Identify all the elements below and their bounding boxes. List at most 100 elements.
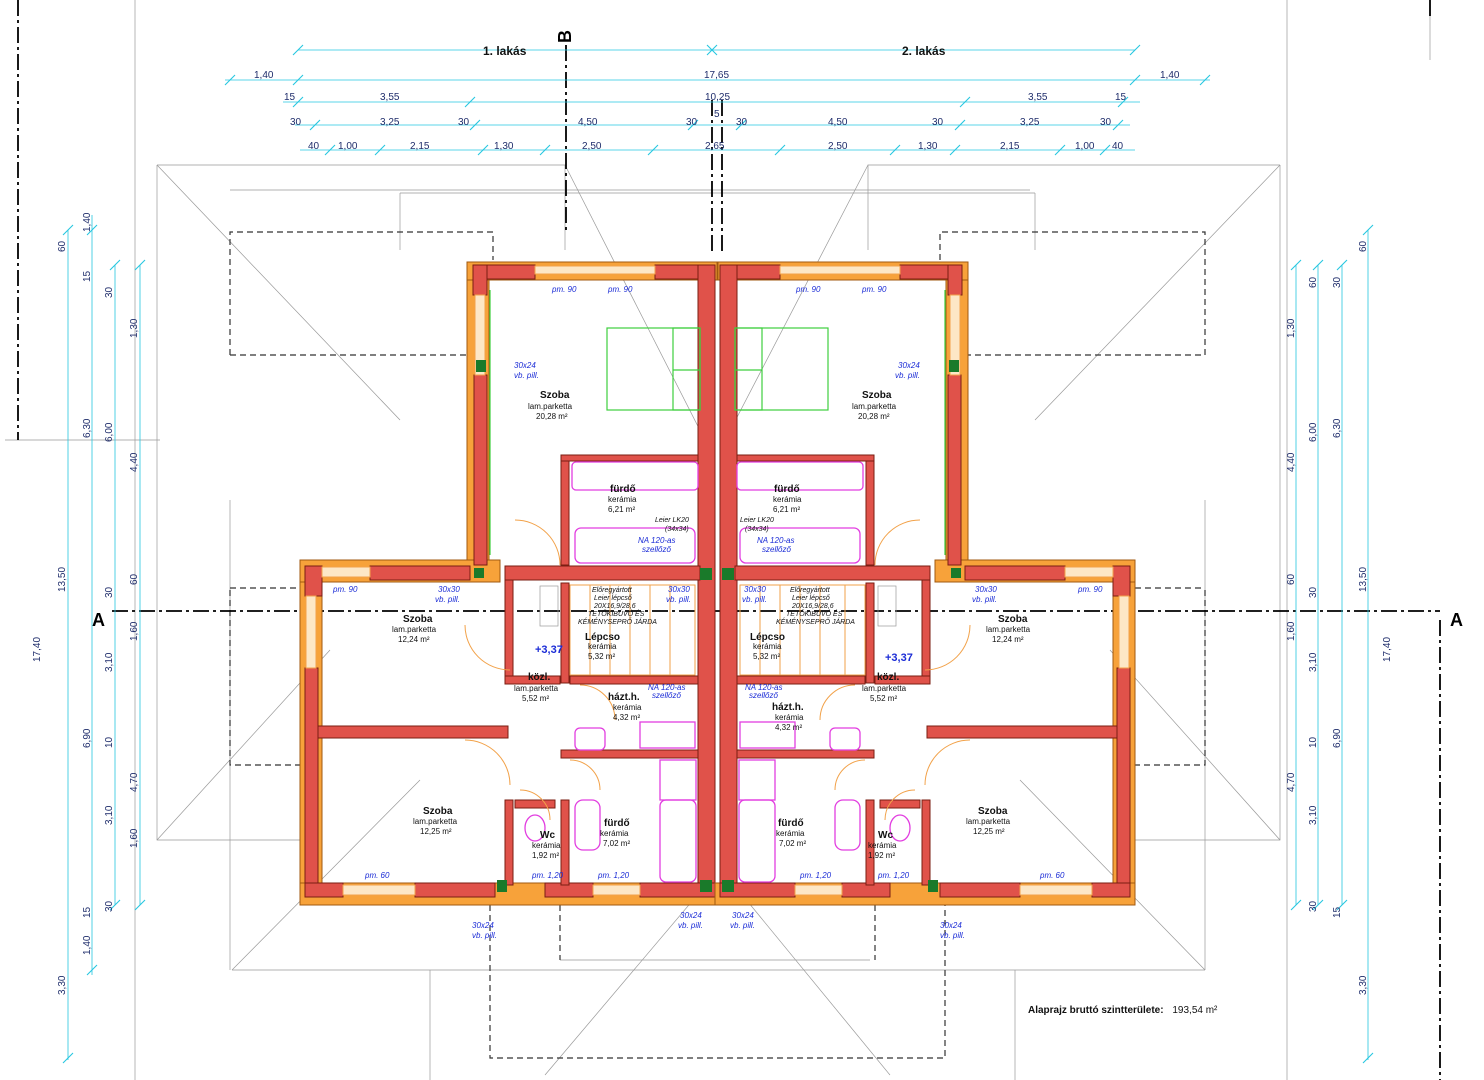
ld-6: 6,00 bbox=[104, 422, 115, 442]
room-szoba-mid-l-floor: lam.parketta bbox=[392, 625, 437, 634]
room-kozl-l-floor: lam.parketta bbox=[514, 684, 559, 693]
room-szoba-upper-l-area: 20,28 m² bbox=[536, 412, 568, 421]
ld-21: 1,40 bbox=[82, 935, 93, 955]
walls-left bbox=[299, 261, 721, 906]
pm60-a: pm. 60 bbox=[364, 871, 390, 880]
section-a-left: A bbox=[92, 610, 105, 630]
rd-3: 1,30 bbox=[1286, 318, 1297, 338]
room-szoba-upper-l: Szoba bbox=[540, 390, 570, 401]
left-dim-labels: 1,40 60 15 30 1,30 6,30 6,00 4,40 13,50 … bbox=[32, 212, 140, 995]
dim-r2-1: 3,55 bbox=[380, 92, 400, 103]
room-szoba-upper-l-floor: lam.parketta bbox=[528, 402, 573, 411]
room-furdo-upper-r-area: 6,21 m² bbox=[773, 505, 800, 514]
note-lepcso-r-4: KÉMÉNYSEPRŐ JÁRDA bbox=[776, 617, 855, 626]
note-lepcso-l-2: 20X16,9/28,6 bbox=[593, 603, 636, 610]
pill-a2: vb. pill. bbox=[514, 371, 539, 380]
pill-d2: vb. pill. bbox=[972, 595, 997, 604]
room-kozl-r-floor: lam.parketta bbox=[862, 684, 907, 693]
section-b-top: B bbox=[555, 30, 575, 43]
note-na2-r2: szellőző bbox=[749, 691, 778, 700]
rd-14: 10 bbox=[1308, 736, 1319, 748]
pm90-a: pm. 90 bbox=[551, 285, 577, 294]
pm120-b: pm. 1,20 bbox=[597, 871, 630, 880]
unit-2-label: 2. lakás bbox=[902, 44, 946, 58]
ld-5: 6,30 bbox=[82, 418, 93, 438]
rd-18: 15 bbox=[1332, 906, 1343, 918]
bed-furniture bbox=[489, 290, 946, 555]
pill-e: 30x30 bbox=[668, 585, 690, 594]
dim-side-right: 1,40 bbox=[1160, 70, 1180, 81]
pill-j2: vb. pill. bbox=[940, 931, 965, 940]
pill-g: 30x24 bbox=[680, 911, 702, 920]
pm120-d: pm. 1,20 bbox=[877, 871, 910, 880]
pill-h2: vb. pill. bbox=[730, 921, 755, 930]
right-dim-labels: 60 60 30 1,30 6,30 6,00 4,40 13,50 17,40… bbox=[1286, 240, 1393, 995]
dim-r4-7: 1,30 bbox=[918, 141, 938, 152]
room-furdo-upper-r-floor: kerámia bbox=[773, 495, 802, 504]
room-hazt-r-floor: kerámia bbox=[775, 713, 804, 722]
room-hazt-r-area: 4,32 m² bbox=[775, 723, 802, 732]
stairs bbox=[539, 584, 897, 676]
dim-r4-8: 2,15 bbox=[1000, 141, 1020, 152]
ld-19: 30 bbox=[104, 900, 115, 912]
rd-17: 30 bbox=[1308, 900, 1319, 912]
roof-outline bbox=[5, 0, 1431, 1080]
area-summary-label: Alaprajz bruttó szintterülete: bbox=[1028, 1005, 1164, 1016]
room-lepcso-r-floor: kerámia bbox=[753, 642, 782, 651]
room-wc-r-area: 1,92 m² bbox=[868, 851, 895, 860]
room-wc-r: Wc bbox=[878, 830, 893, 841]
room-furdo-lower-l-floor: kerámia bbox=[600, 829, 629, 838]
room-hazt-l: házt.h. bbox=[608, 692, 640, 703]
dim-r4-4: 2,50 bbox=[582, 141, 602, 152]
note-na-r: NA 120-as bbox=[757, 536, 795, 545]
unit-1-label: 1. lakás bbox=[483, 44, 527, 58]
pm90-c: pm. 90 bbox=[795, 285, 821, 294]
room-szoba-lower-r-floor: lam.parketta bbox=[966, 817, 1011, 826]
rd-11: 1,60 bbox=[1286, 621, 1297, 641]
area-summary-value: 193,54 m² bbox=[1172, 1005, 1218, 1016]
pm120-a: pm. 1,20 bbox=[531, 871, 564, 880]
dim-r4-0: 40 bbox=[308, 141, 320, 152]
room-furdo-lower-r-area: 7,02 m² bbox=[779, 839, 806, 848]
dim-r2-0: 15 bbox=[284, 92, 296, 103]
room-wc-l: Wc bbox=[540, 830, 555, 841]
dim-r4-2: 2,15 bbox=[410, 141, 430, 152]
room-furdo-upper-l-area: 6,21 m² bbox=[608, 505, 635, 514]
note-lepcso-r-0: Előregyártott bbox=[790, 587, 831, 594]
room-furdo-upper-r: fürdő bbox=[774, 484, 800, 495]
dim-r4-3: 1,30 bbox=[494, 141, 514, 152]
ld-8: 13,50 bbox=[57, 567, 68, 592]
dim-side-left: 1,40 bbox=[254, 70, 274, 81]
ld-3: 30 bbox=[104, 286, 115, 298]
rd-4: 6,30 bbox=[1332, 418, 1343, 438]
dim-r3-9: 3,25 bbox=[1020, 117, 1040, 128]
pill-f: 30x30 bbox=[744, 585, 766, 594]
technical-notes: Leier LK20 (34x34) Leier LK20 (34x34) NA… bbox=[332, 285, 1103, 940]
note-lepcso-r-2: 20X16,9/28,6 bbox=[791, 603, 834, 610]
dim-r2-4: 15 bbox=[1115, 92, 1127, 103]
rd-10: 30 bbox=[1308, 586, 1319, 598]
room-furdo-lower-r-floor: kerámia bbox=[776, 829, 805, 838]
room-szoba-mid-r-floor: lam.parketta bbox=[986, 625, 1031, 634]
note-lepcso-l-4: KÉMÉNYSEPRŐ JÁRDA bbox=[578, 617, 657, 626]
room-lepcso-r-area: 5,32 m² bbox=[753, 652, 780, 661]
note-na-r2: szellőző bbox=[762, 545, 791, 554]
room-szoba-lower-l: Szoba bbox=[423, 806, 453, 817]
room-szoba-upper-r: Szoba bbox=[862, 390, 892, 401]
pill-b2: vb. pill. bbox=[895, 371, 920, 380]
ld-16: 4,70 bbox=[129, 772, 140, 792]
room-hazt-l-floor: kerámia bbox=[613, 703, 642, 712]
room-kozl-l: közl. bbox=[528, 672, 550, 683]
ld-10: 60 bbox=[129, 573, 140, 585]
pill-c2: vb. pill. bbox=[435, 595, 460, 604]
section-lines bbox=[17, 0, 1441, 1080]
dim-r3-8: 30 bbox=[932, 117, 944, 128]
right-dimensions bbox=[1290, 224, 1374, 1064]
rd-13: 6,90 bbox=[1332, 728, 1343, 748]
dim-r3-4: 30 bbox=[686, 117, 698, 128]
walls-right bbox=[714, 261, 1136, 906]
ld-14: 6,90 bbox=[82, 728, 93, 748]
rd-15: 4,70 bbox=[1286, 772, 1297, 792]
room-furdo-upper-l: fürdő bbox=[610, 484, 636, 495]
